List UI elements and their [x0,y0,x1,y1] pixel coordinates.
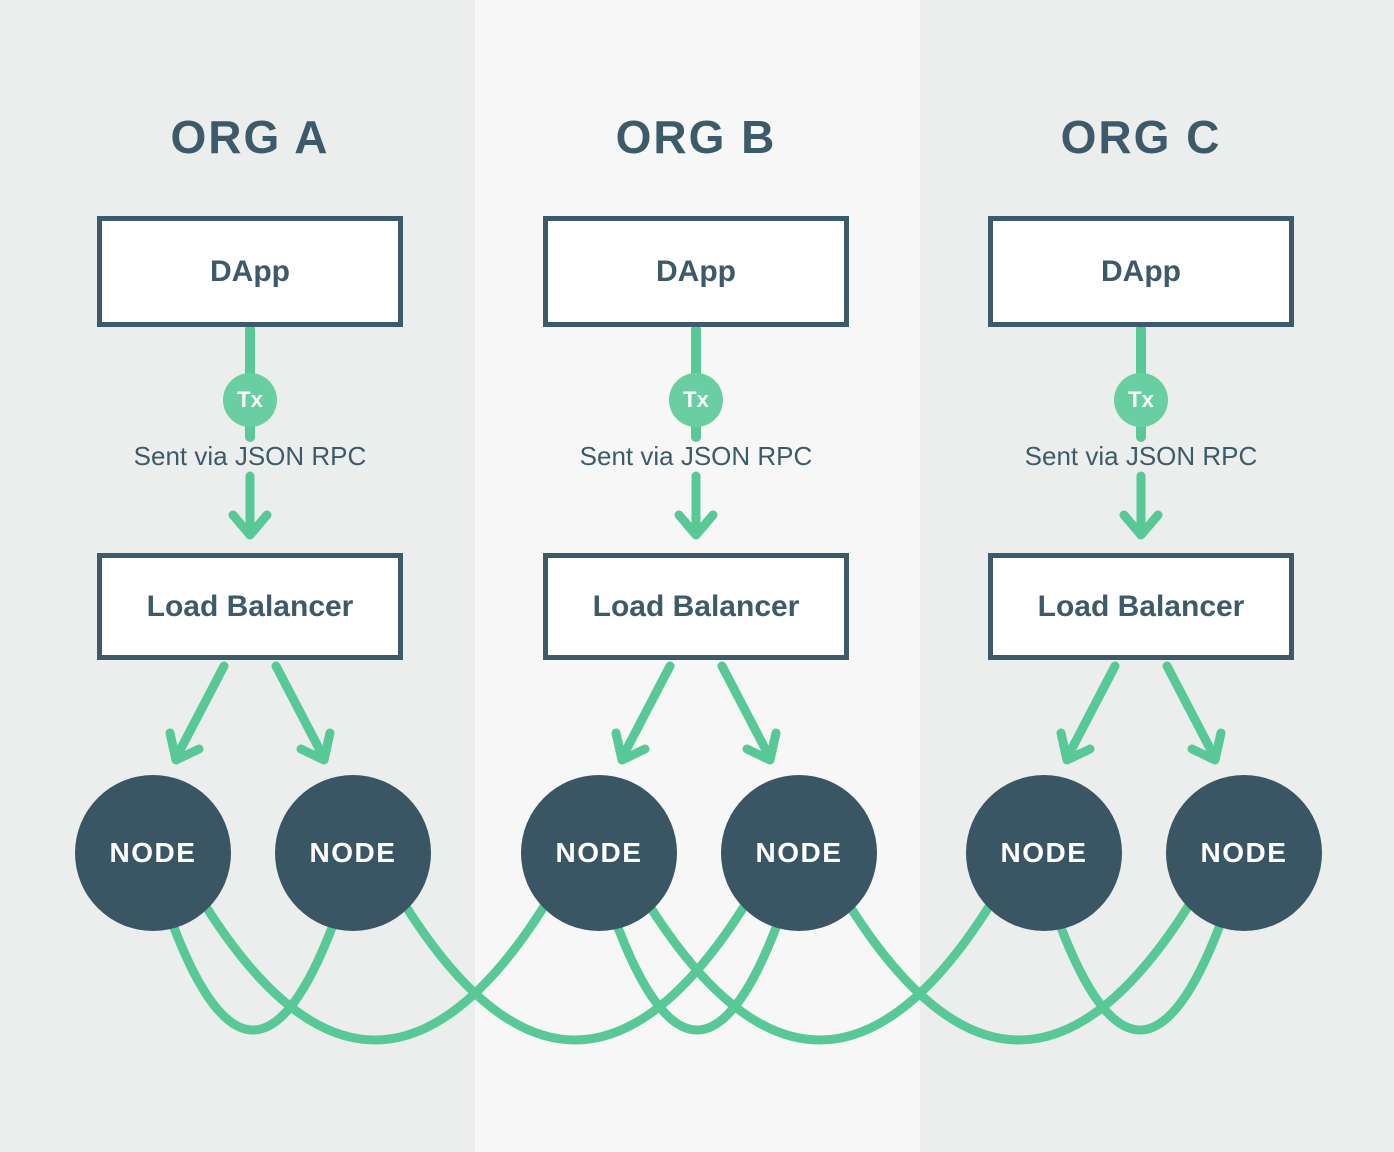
node-mesh-arcs [168,900,1225,1045]
rpc-arrow-head [228,510,272,540]
lb-arrow-left-shaft [171,661,229,763]
tx-badge: Tx [223,373,277,427]
tx-badge: Tx [1114,373,1168,427]
node-label: NODE [109,837,197,868]
tx-label: Tx [237,387,263,412]
load-balancer-label: Load Balancer [1037,589,1245,623]
rpc-label: Sent via JSON RPC [133,441,367,471]
org-c-connectors [1056,324,1226,765]
node-label: NODE [755,837,843,868]
dapp-box: DApp [543,216,849,327]
mesh-arc-b1-c1 [644,900,995,1045]
load-balancer-box: Load Balancer [97,553,403,660]
rpc-arrow-head [1119,510,1163,540]
lb-arrow-right-head [1187,728,1226,765]
node-label: NODE [1000,837,1088,868]
dapp-label: DApp [656,254,736,288]
dapp-label: DApp [210,254,290,288]
rpc-arrow-head [674,510,718,540]
org-title: ORG C [1060,111,1222,163]
load-balancer-label: Load Balancer [146,589,354,623]
lb-arrow-left-shaft [617,661,675,763]
rpc-label: Sent via JSON RPC [1024,441,1258,471]
node-circle: NODE [75,775,231,931]
node-circle: NODE [521,775,677,931]
lb-arrow-right-shaft [1162,661,1220,763]
mesh-arc-a1-a2 [168,920,338,1035]
lb-arrow-right-shaft [271,661,329,763]
node-label: NODE [309,837,397,868]
lb-arrow-left-shaft [1062,661,1120,763]
load-balancer-box: Load Balancer [988,553,1294,660]
tx-badge: Tx [669,373,723,427]
mesh-arc-b2-c2 [844,900,1194,1045]
load-balancer-box: Load Balancer [543,553,849,660]
org-column-b: ORG B DApp Tx Sent via JSON RPC Load Bal… [521,0,877,1152]
load-balancer-label: Load Balancer [592,589,800,623]
lb-arrow-left-head [611,728,650,765]
org-title: ORG A [170,111,330,163]
tx-label: Tx [1128,387,1154,412]
node-circle: NODE [275,775,431,931]
lb-arrow-right-shaft [717,661,775,763]
mesh-arc-a1-b1 [200,900,550,1045]
org-column-a: ORG A DApp Tx Sent via JSON RPC Load Bal… [75,0,431,1152]
org-column-c: ORG C DApp Tx Sent via JSON RPC Load Bal… [966,0,1322,1152]
lb-arrow-left-head [1056,728,1095,765]
mesh-arc-c1-c2 [1055,920,1225,1035]
dapp-box: DApp [988,216,1294,327]
rpc-label: Sent via JSON RPC [579,441,813,471]
lb-arrow-left-head [165,728,204,765]
node-circle: NODE [966,775,1122,931]
node-label: NODE [555,837,643,868]
mesh-arc-b1-b2 [612,920,782,1035]
node-circle: NODE [1166,775,1322,931]
node-circle: NODE [721,775,877,931]
tx-label: Tx [683,387,709,412]
dapp-label: DApp [1101,254,1181,288]
node-label: NODE [1200,837,1288,868]
lb-arrow-right-head [296,728,335,765]
org-title: ORG B [615,111,777,163]
dapp-box: DApp [97,216,403,327]
lb-arrow-right-head [742,728,781,765]
